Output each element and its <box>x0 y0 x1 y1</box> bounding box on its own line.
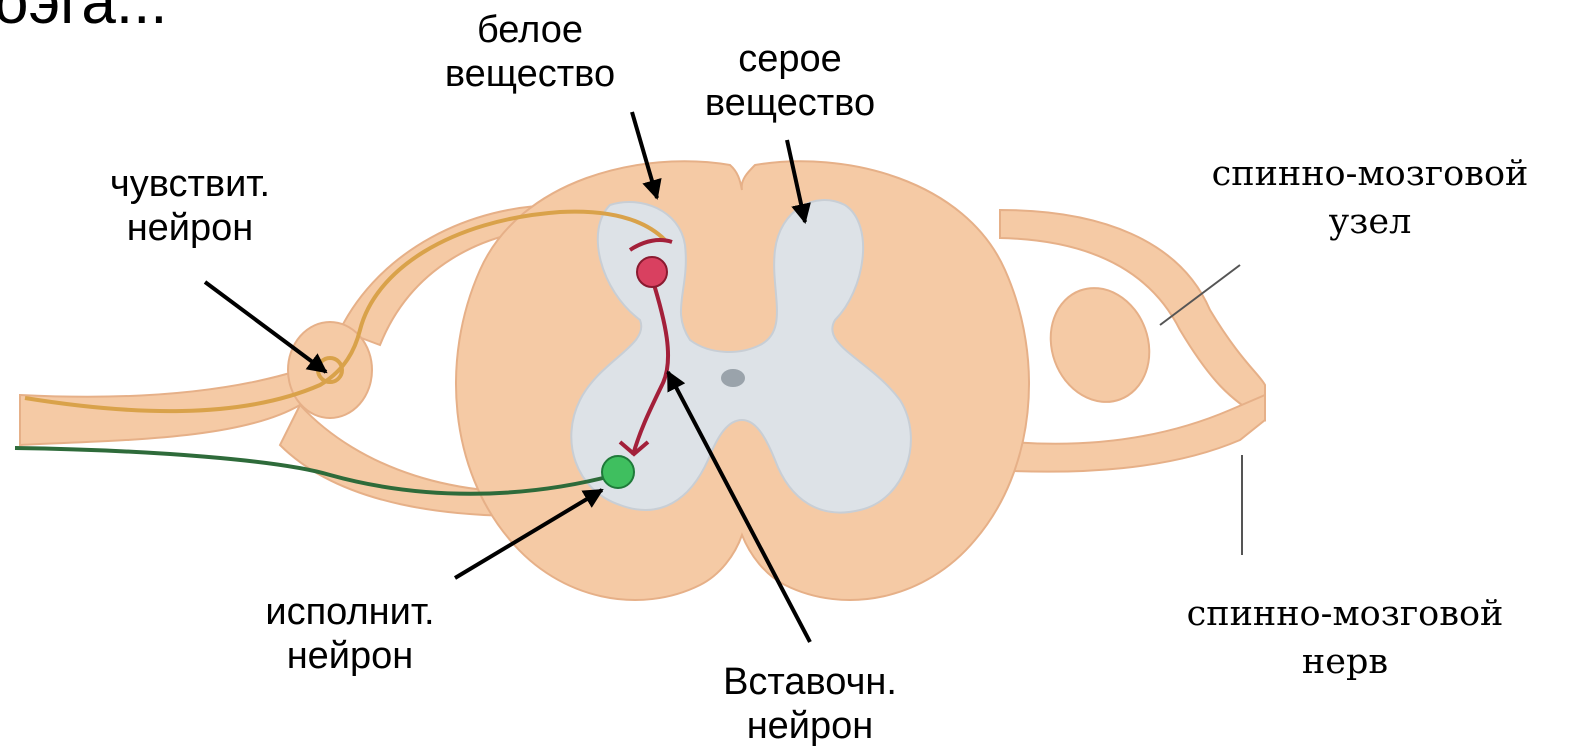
label-sensory-neuron: чувствит.нейрон <box>70 162 310 250</box>
label-interneuron: Вставочн.нейрон <box>690 660 930 748</box>
arrow-sensory-neuron <box>205 282 326 372</box>
central-canal <box>721 369 745 387</box>
label-motor-neuron: исполнит.нейрон <box>230 590 470 678</box>
motor-neuron-cell <box>602 456 634 488</box>
interneuron-cell <box>637 257 667 287</box>
right-spinal-ganglion <box>1035 274 1165 416</box>
